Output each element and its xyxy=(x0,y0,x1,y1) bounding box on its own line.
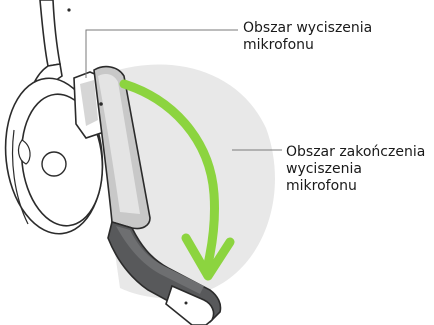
unmute-area-label-line1: Obszar zakończenia xyxy=(286,144,434,161)
unmute-area-label-line3: mikrofonu xyxy=(286,178,434,195)
unmute-area-label-line2: wyciszenia xyxy=(286,161,434,178)
cup-button xyxy=(42,152,66,176)
unmute-area-label: Obszar zakończenia wyciszenia mikrofonu xyxy=(286,144,434,195)
microphone-tip-dot xyxy=(185,302,188,305)
mute-area-label: Obszar wyciszenia mikrofonu xyxy=(243,20,413,54)
mute-area-label-line1: Obszar wyciszenia xyxy=(243,20,413,37)
mute-area-label-line2: mikrofonu xyxy=(243,37,413,54)
headband-dot xyxy=(67,8,70,11)
boom-indicator-dot xyxy=(99,102,103,106)
headband xyxy=(40,0,60,66)
